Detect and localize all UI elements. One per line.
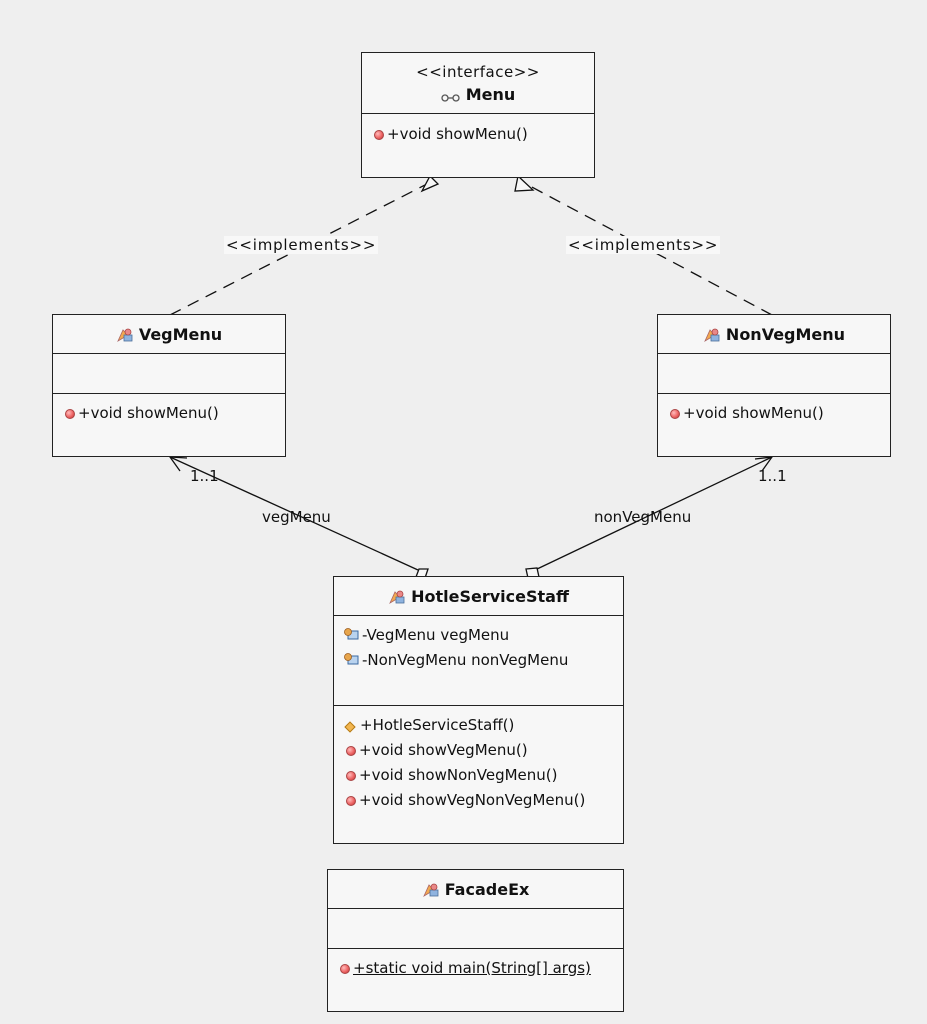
staff-fields: -VegMenu vegMenu -NonVegMenu nonVegMenu xyxy=(334,615,623,705)
role-nonveg: nonVegMenu xyxy=(594,508,692,526)
vegmenu-header: VegMenu xyxy=(53,315,285,353)
method-row: +static void main(String[] args) xyxy=(340,959,591,977)
association-staff-to-nonveg xyxy=(534,456,773,571)
class-nonvegmenu[interactable]: NonVegMenu +void showMenu() xyxy=(657,314,891,457)
method-row: +void showVegNonVegMenu() xyxy=(346,791,585,809)
multiplicity-nonveg: 1..1 xyxy=(758,467,787,485)
class-icon xyxy=(116,327,134,347)
realization-arrowhead-veg xyxy=(420,174,440,193)
method-row: +void showMenu() xyxy=(670,404,824,422)
public-method-icon xyxy=(65,409,75,419)
facade-name: FacadeEx xyxy=(444,880,530,899)
public-method-icon xyxy=(346,771,356,781)
nonvegmenu-fields xyxy=(658,353,890,393)
association-arrowhead-veg xyxy=(168,456,188,472)
facade-fields xyxy=(328,908,623,948)
public-method-icon xyxy=(670,409,680,419)
role-veg: vegMenu xyxy=(262,508,331,526)
multiplicity-veg: 1..1 xyxy=(190,467,219,485)
public-method-icon xyxy=(346,746,356,756)
staff-header: HotleServiceStaff xyxy=(334,577,623,615)
implements-label-left: <<implements>> xyxy=(224,236,379,254)
interface-name: Menu xyxy=(465,85,516,104)
class-icon xyxy=(388,589,406,609)
field-row: -NonVegMenu nonVegMenu xyxy=(343,651,568,670)
private-field-icon xyxy=(343,652,359,670)
interface-stereotype: <<interface>> xyxy=(416,63,540,81)
public-method-icon xyxy=(374,130,384,140)
constructor-row: +HotleServiceStaff() xyxy=(344,716,514,734)
realization-arrowhead-nonveg xyxy=(514,174,535,192)
staff-methods: +HotleServiceStaff() +void showVegMenu()… xyxy=(334,705,623,843)
method-row: +void showVegMenu() xyxy=(346,741,528,759)
method-row: +void showMenu() xyxy=(65,404,219,422)
nonvegmenu-name: NonVegMenu xyxy=(725,325,846,344)
interface-methods: +void showMenu() xyxy=(362,113,594,177)
class-icon xyxy=(422,882,440,902)
class-facadeex[interactable]: FacadeEx +static void main(String[] args… xyxy=(327,869,624,1012)
class-vegmenu[interactable]: VegMenu +void showMenu() xyxy=(52,314,286,457)
association-arrowhead-nonveg xyxy=(754,456,774,472)
constructor-icon xyxy=(344,721,356,733)
interface-icon xyxy=(441,88,461,107)
method-row: +void showNonVegMenu() xyxy=(346,766,558,784)
vegmenu-methods: +void showMenu() xyxy=(53,393,285,456)
public-method-icon xyxy=(346,796,356,806)
private-field-icon xyxy=(343,627,359,645)
interface-menu-header: <<interface>> Menu xyxy=(362,53,594,113)
nonvegmenu-methods: +void showMenu() xyxy=(658,393,890,456)
class-icon xyxy=(703,327,721,347)
static-method-icon xyxy=(340,964,350,974)
field-row: -VegMenu vegMenu xyxy=(343,626,509,645)
facade-methods: +static void main(String[] args) xyxy=(328,948,623,1011)
class-hotleservicestaff[interactable]: HotleServiceStaff -VegMenu vegMenu -NonV… xyxy=(333,576,624,844)
interface-menu[interactable]: <<interface>> Menu +void showMenu() xyxy=(361,52,595,178)
association-staff-to-veg xyxy=(169,456,419,571)
vegmenu-fields xyxy=(53,353,285,393)
vegmenu-name: VegMenu xyxy=(138,325,223,344)
realization-nonveg-to-menu xyxy=(527,184,773,316)
facade-header: FacadeEx xyxy=(328,870,623,908)
staff-name: HotleServiceStaff xyxy=(411,587,569,606)
method-row: +void showMenu() xyxy=(374,125,528,143)
implements-label-right: <<implements>> xyxy=(566,236,721,254)
nonvegmenu-header: NonVegMenu xyxy=(658,315,890,353)
